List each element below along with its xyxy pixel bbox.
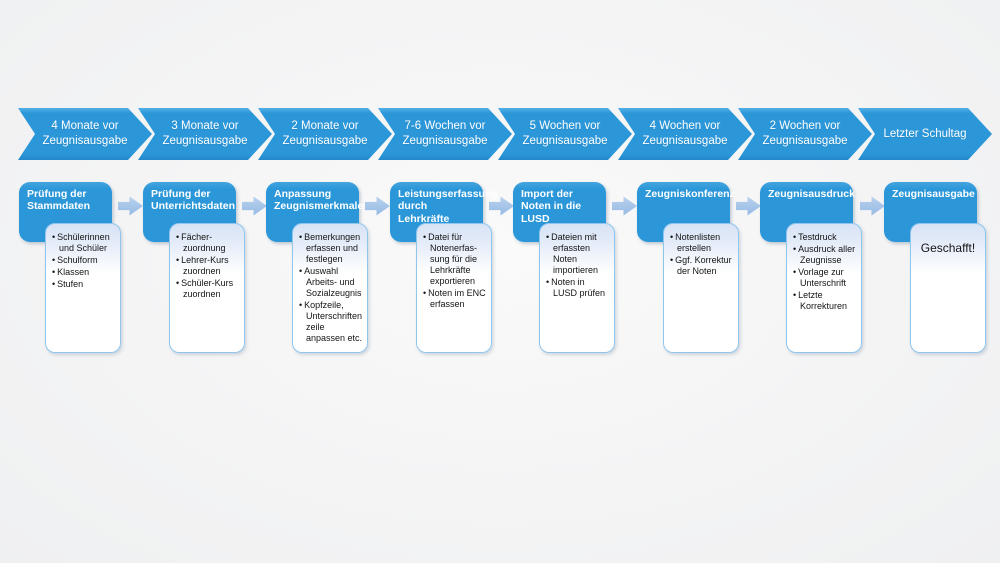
stage-card-8: Zeugnisausgabe Geschafft!	[884, 182, 1000, 357]
stage-detail-box: Dateien mit erfassten Noten importierenN…	[539, 223, 615, 353]
bullet-item: Letzte Korrekturen	[793, 290, 858, 312]
stage-bullets: Schülerinnen und SchülerSchulformKlassen…	[46, 224, 120, 290]
stage-bullets: TestdruckAusdruck aller ZeugnisseVorlage…	[787, 224, 861, 312]
stage-detail-box: Notenlisten erstellenGgf. Korrektur der …	[663, 223, 739, 353]
stage-title: Import der Noten in die LUSD	[513, 182, 606, 242]
bullet-item: Schulform	[52, 255, 117, 266]
stage-title: Zeugnisausgabe	[884, 182, 977, 242]
stage-card-2: Prüfung der Unterrichtsdaten Fächer-zuor…	[143, 182, 266, 357]
bullet-item: Fächer-zuordnung	[176, 232, 241, 254]
stage-bullets	[911, 224, 985, 232]
bullet-item: Auswahl Arbeits- und Sozialzeugnis	[299, 266, 364, 299]
stage-card-5: Import der Noten in die LUSD Dateien mit…	[513, 182, 636, 357]
stage-title: Prüfung der Unterrichtsdaten	[143, 182, 236, 242]
bullet-item: Vorlage zur Unterschrift	[793, 267, 858, 289]
timeline-label: 7-6 Wochen vor Zeugnisausgabe	[402, 120, 488, 147]
bullet-item: Stufen	[52, 279, 117, 290]
timeline-label: 2 Monate vor Zeugnisausgabe	[282, 120, 368, 147]
stage-card-7: Zeugnisausdruck TestdruckAusdruck aller …	[760, 182, 883, 357]
stage-card-3: Anpassung Zeugnismerkmale Bemerkungen er…	[266, 182, 389, 357]
stage-detail-box: Datei für Notenerfas- sung für die Lehrk…	[416, 223, 492, 353]
bullet-item: Bemerkungen erfassen und festlegen	[299, 232, 364, 265]
stage-bullets: Datei für Notenerfas- sung für die Lehrk…	[417, 224, 491, 310]
stage-detail-box: Geschafft!	[910, 223, 986, 353]
bullet-item: Noten in LUSD prüfen	[546, 277, 611, 299]
bullet-item: Ausdruck aller Zeugnisse	[793, 244, 858, 266]
stage-card-1: Prüfung der Stammdaten Schülerinnen und …	[19, 182, 142, 357]
bullet-item: Noten im ENC erfassen	[423, 288, 488, 310]
bullet-item: Schüler-Kurs zuordnen	[176, 278, 241, 300]
stage-detail-box: TestdruckAusdruck aller ZeugnisseVorlage…	[786, 223, 862, 353]
stage-bullets: Dateien mit erfassten Noten importierenN…	[540, 224, 614, 299]
stage-detail-box: Fächer-zuordnungLehrer-Kurs zuordnenSchü…	[169, 223, 245, 353]
timeline-chevron-6: 4 Wochen vor Zeugnisausgabe	[618, 108, 752, 160]
timeline-chevron-3: 2 Monate vor Zeugnisausgabe	[258, 108, 392, 160]
timeline-label: 4 Wochen vor Zeugnisausgabe	[642, 120, 728, 147]
timeline-chevron-7: 2 Wochen vor Zeugnisausgabe	[738, 108, 872, 160]
bullet-item: Ggf. Korrektur der Noten	[670, 255, 735, 277]
bullet-item: Testdruck	[793, 232, 858, 243]
bullet-item: Datei für Notenerfas- sung für die Lehrk…	[423, 232, 488, 287]
bullet-item: Schülerinnen und Schüler	[52, 232, 117, 254]
timeline-label: 5 Wochen vor Zeugnisausgabe	[522, 120, 608, 147]
stage-bullets: Bemerkungen erfassen und festlegenAuswah…	[293, 224, 367, 344]
timeline-label: 4 Monate vor Zeugnisausgabe	[42, 120, 128, 147]
bullet-item: Lehrer-Kurs zuordnen	[176, 255, 241, 277]
bullet-item: Klassen	[52, 267, 117, 278]
timeline-chevron-8: Letzter Schultag	[858, 108, 992, 160]
stage-card-6: Zeugniskonferenz Notenlisten erstellenGg…	[637, 182, 760, 357]
stage-detail-box: Bemerkungen erfassen und festlegenAuswah…	[292, 223, 368, 353]
stage-bullets: Fächer-zuordnungLehrer-Kurs zuordnenSchü…	[170, 224, 244, 300]
timeline-label: 2 Wochen vor Zeugnisausgabe	[762, 120, 848, 147]
timeline-chevron-1: 4 Monate vor Zeugnisausgabe	[18, 108, 152, 160]
timeline-label: Letzter Schultag	[883, 127, 967, 140]
stage-card-4: Leistungserfassung durch Lehrkräfte Date…	[390, 182, 513, 357]
timeline-chevron-2: 3 Monate vor Zeugnisausgabe	[138, 108, 272, 160]
timeline-chevron-5: 5 Wochen vor Zeugnisausgabe	[498, 108, 632, 160]
stage-detail-box: Schülerinnen und SchülerSchulformKlassen…	[45, 223, 121, 353]
bullet-item: Kopfzeile, Unterschriften zeile anpassen…	[299, 300, 364, 344]
bullet-item: Dateien mit erfassten Noten importieren	[546, 232, 611, 276]
stage-note: Geschafft!	[920, 241, 976, 255]
bullet-item: Notenlisten erstellen	[670, 232, 735, 254]
stage-bullets: Notenlisten erstellenGgf. Korrektur der …	[664, 224, 738, 277]
timeline-label: 3 Monate vor Zeugnisausgabe	[162, 120, 248, 147]
timeline-band: 4 Monate vor Zeugnisausgabe 3 Monate vor…	[18, 108, 982, 160]
timeline-chevron-4: 7-6 Wochen vor Zeugnisausgabe	[378, 108, 512, 160]
